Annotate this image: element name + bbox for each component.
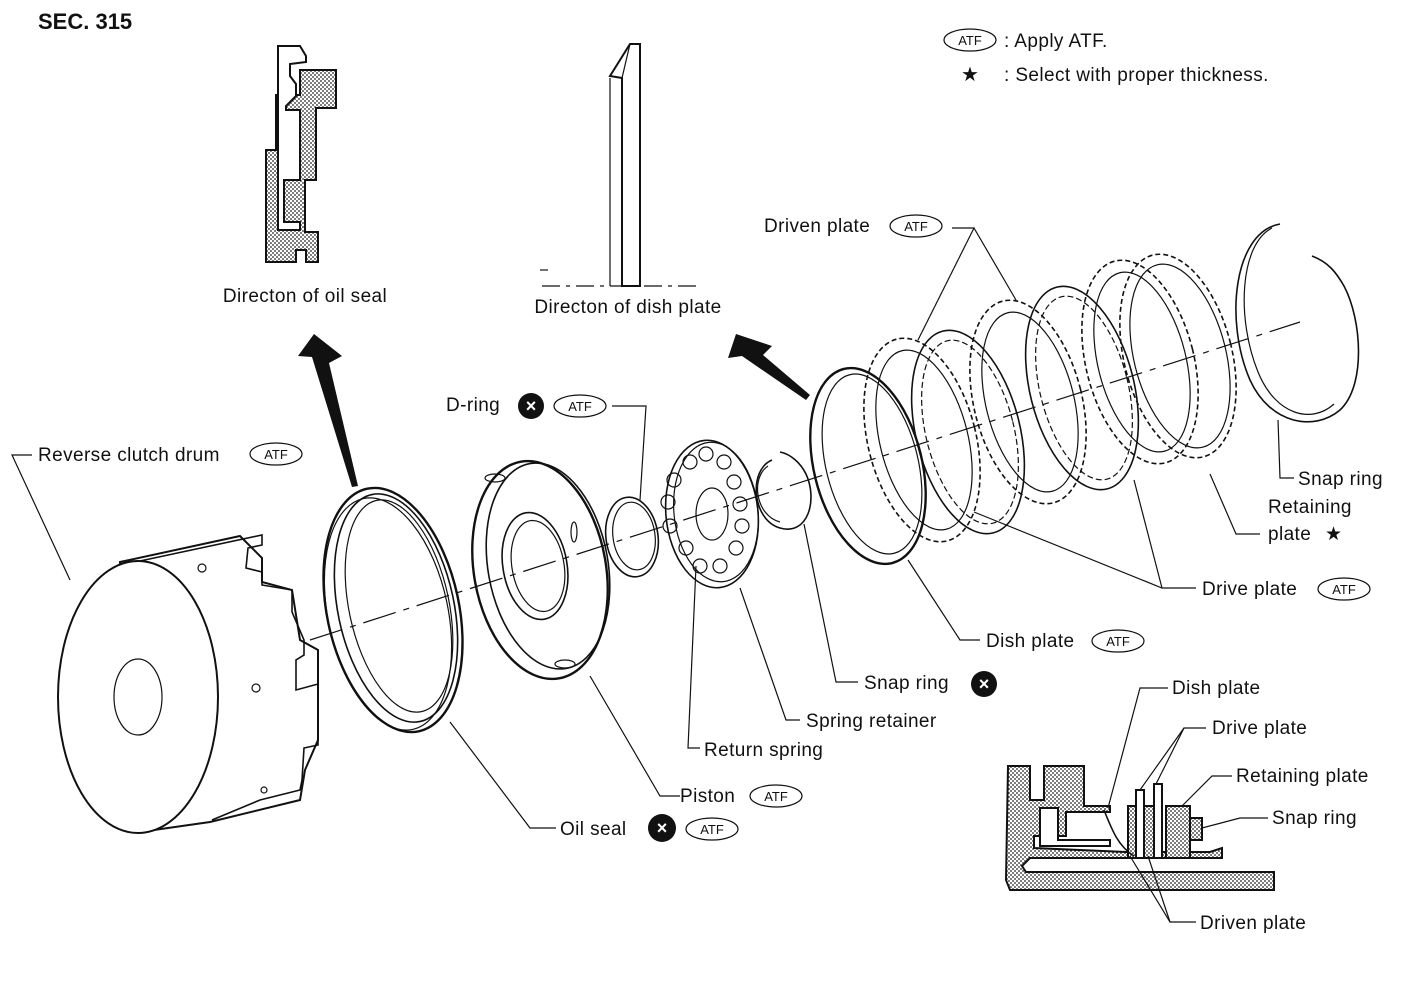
- dish-plate: [809, 366, 927, 566]
- drive-plate-2: [1024, 285, 1140, 491]
- snap-ring-small: [755, 451, 812, 530]
- label-d-ring: D-ring × ATF: [446, 393, 607, 419]
- svg-text:Piston: Piston: [680, 786, 735, 807]
- svg-text:ATF: ATF: [700, 822, 724, 837]
- svg-text:×: ×: [657, 818, 668, 838]
- piston: [471, 459, 611, 681]
- oil-seal-section-inset: Directon of oil seal: [223, 45, 387, 487]
- driven-plate-1: [863, 337, 981, 543]
- svg-text:ATF: ATF: [958, 33, 982, 48]
- replace-icon: [971, 671, 997, 697]
- label-snap-ring-large: Snap ring: [1298, 469, 1383, 490]
- legend-atf-text: : Apply ATF.: [1004, 31, 1108, 52]
- label-piston: Piston ATF: [680, 784, 803, 808]
- svg-text:Retaining: Retaining: [1268, 497, 1352, 518]
- legend-star-text: : Select with proper thickness.: [1004, 65, 1269, 86]
- xsec-label-driven-plate: Driven plate: [1200, 913, 1306, 934]
- section-number: SEC. 315: [38, 9, 132, 34]
- d-ring: [604, 496, 660, 578]
- svg-text:ATF: ATF: [264, 447, 288, 462]
- spring-coils: [660, 446, 750, 574]
- label-snap-ring-small: Snap ring ×: [864, 671, 997, 697]
- svg-text:×: ×: [979, 674, 990, 694]
- retaining-plate: [1119, 253, 1237, 459]
- cross-section-inset: Dish plate Drive plate Retaining plate S…: [1004, 678, 1369, 934]
- driven-plate-2: [969, 299, 1087, 505]
- label-driven-plate: Driven plate ATF: [764, 214, 943, 238]
- replace-icon: [648, 814, 676, 842]
- label-drive-plate: Drive plate ATF: [1202, 577, 1371, 601]
- svg-text:ATF: ATF: [1106, 634, 1130, 649]
- driven-plate-3: [1081, 259, 1199, 465]
- svg-text:D-ring: D-ring: [446, 395, 500, 416]
- xsec-label-snap-ring: Snap ring: [1272, 808, 1357, 829]
- dish-plate-section-inset: Directon of dish plate: [534, 43, 810, 400]
- arrow-up-icon: [298, 334, 358, 487]
- clutch-plate-stack: [863, 253, 1237, 543]
- oil-seal: [322, 486, 464, 734]
- legend: ATF : Apply ATF. ★ : Select with proper …: [943, 28, 1269, 86]
- svg-text:Spring retainer: Spring retainer: [806, 711, 937, 732]
- replace-icon: [518, 393, 544, 419]
- label-oil-seal: Oil seal × ATF: [560, 814, 739, 842]
- part-labels: Reverse clutch drum ATF D-ring × ATF Dri…: [38, 214, 1383, 842]
- star-icon: ★: [961, 62, 979, 86]
- xsec-label-retaining-plate: Retaining plate: [1236, 766, 1369, 787]
- label-spring-retainer: Spring retainer: [806, 711, 937, 732]
- svg-text:plate: plate: [1268, 524, 1311, 545]
- xsec-label-drive-plate: Drive plate: [1212, 718, 1307, 739]
- svg-text:×: ×: [526, 396, 537, 416]
- svg-text:Oil seal: Oil seal: [560, 819, 627, 840]
- svg-text:ATF: ATF: [568, 399, 592, 414]
- xsec-label-dish-plate: Dish plate: [1172, 678, 1261, 699]
- drive-plate-1: [910, 329, 1026, 535]
- label-retaining-plate: Retaining plate ★: [1268, 497, 1352, 545]
- oil-seal-direction-caption: Directon of oil seal: [223, 286, 387, 307]
- label-return-spring: Return spring: [704, 740, 823, 761]
- snap-ring-large: [1235, 223, 1360, 423]
- svg-text:Reverse clutch drum: Reverse clutch drum: [38, 445, 220, 466]
- label-dish-plate: Dish plate ATF: [986, 629, 1145, 653]
- svg-text:Drive plate: Drive plate: [1202, 579, 1297, 600]
- star-icon: ★: [1325, 523, 1342, 545]
- svg-text:ATF: ATF: [764, 789, 788, 804]
- reverse-clutch-drum: [57, 534, 319, 834]
- label-reverse-clutch-drum: Reverse clutch drum ATF: [38, 442, 303, 466]
- center-axis-line: [309, 321, 1301, 641]
- atf-symbol: ATF: [943, 28, 997, 52]
- return-spring-assembly: [660, 439, 760, 589]
- svg-text:Snap ring: Snap ring: [1298, 469, 1383, 490]
- svg-text:Dish plate: Dish plate: [986, 631, 1075, 652]
- dish-plate-direction-caption: Directon of dish plate: [534, 297, 721, 318]
- svg-text:Snap ring: Snap ring: [864, 673, 949, 694]
- svg-text:ATF: ATF: [904, 219, 928, 234]
- svg-text:Return spring: Return spring: [704, 740, 823, 761]
- arrow-left-icon: [728, 334, 810, 400]
- svg-text:ATF: ATF: [1332, 582, 1356, 597]
- svg-text:Driven plate: Driven plate: [764, 216, 870, 237]
- leader-lines: [11, 227, 1294, 829]
